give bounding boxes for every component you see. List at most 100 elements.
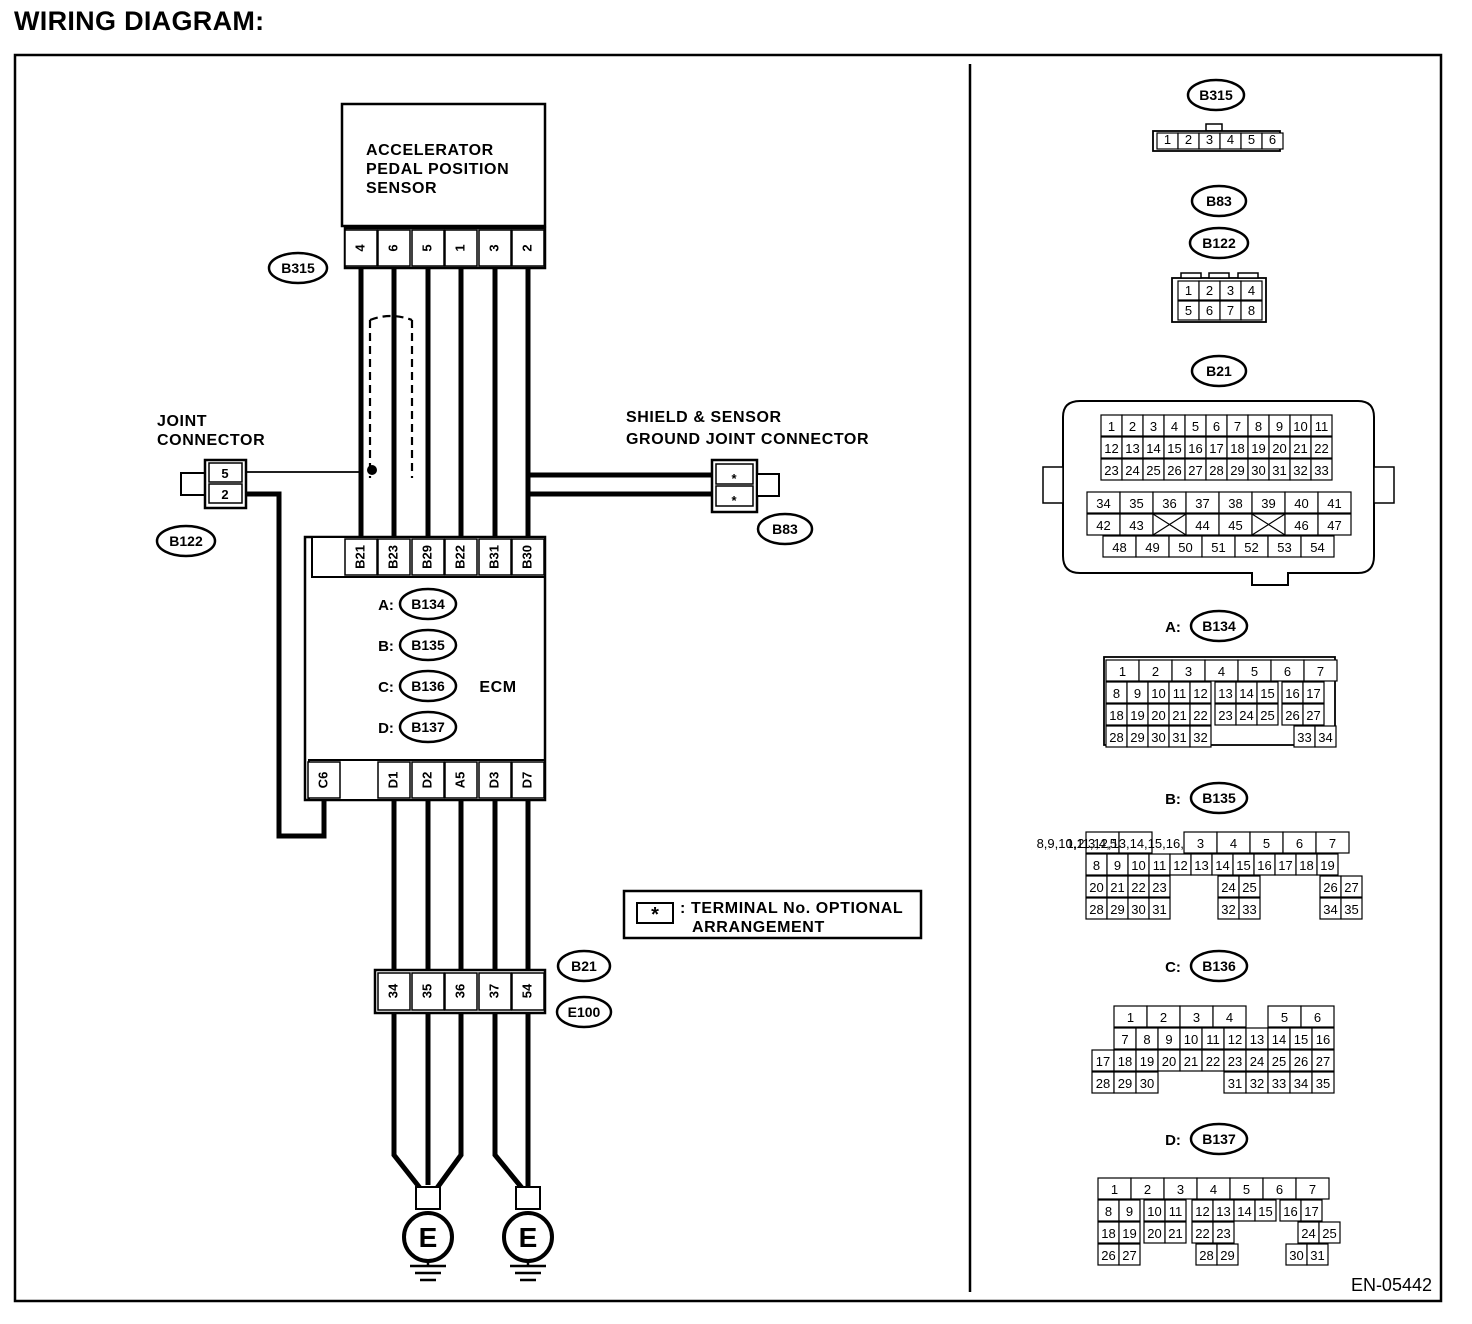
view-b136-r0b-pin: 6 (1314, 1010, 1321, 1025)
view-b122-latch (1208, 272, 1230, 279)
ground-b-label: E (519, 1222, 538, 1253)
view-b137-r3-pin: 30 (1289, 1248, 1303, 1263)
view-b135-r0b-pin: 6 (1296, 836, 1303, 851)
view-b134-r2-pin: 25 (1260, 708, 1274, 723)
view-b135-r3-pin: 34 (1323, 902, 1337, 917)
view-b134-r2-pin: 23 (1218, 708, 1232, 723)
connector-e100-tag-label: E100 (568, 1004, 601, 1020)
view-b21-lower-pin: 39 (1261, 496, 1275, 511)
view-b21-upper-pin: 10 (1293, 419, 1307, 434)
view-b137-r1-cell (1118, 1199, 1141, 1222)
ecm-bottom-pin-label: D1 (385, 772, 400, 789)
view-b135-r1-pin: 11 (1153, 858, 1167, 873)
view-b135-r2-pin: 27 (1344, 880, 1358, 895)
ecm-connector-tag: B134 (398, 587, 458, 621)
joint-connector-label: CONNECTOR (157, 432, 265, 449)
ecm-connector-tag: B137 (398, 710, 458, 744)
sensor-pin-label: 5 (419, 244, 434, 251)
sensor-pin-label: 2 (519, 244, 534, 251)
view-b122-tag-outline (1188, 226, 1250, 260)
view-b21-lower-pin: 44 (1195, 518, 1209, 533)
view-b21-lower-pin: 49 (1145, 540, 1159, 555)
view-b137-r0-pin: 6 (1276, 1182, 1283, 1197)
view-b135-r1-pin: 12 (1173, 858, 1187, 873)
ecm-top-pin-cell (377, 538, 411, 576)
lower-pin-label: 54 (519, 983, 534, 998)
view-b137-r3-pin: 28 (1199, 1248, 1213, 1263)
view-b21-lower-cell (1300, 535, 1335, 558)
view-b21-lower-pin: 35 (1129, 496, 1143, 511)
view-b134-r1-pin: 9 (1134, 686, 1141, 701)
view-b137-r2-pin: 25 (1322, 1226, 1336, 1241)
legend-symbol-box (636, 902, 674, 924)
ecm-top-pin-label: B29 (419, 545, 434, 569)
view-b136-r2-pin: 26 (1294, 1054, 1308, 1069)
view-b137-r3-pin: 31 (1310, 1248, 1324, 1263)
view-b21-lower-pin: 43 (1129, 518, 1143, 533)
view-b134-r2-pin: 21 (1172, 708, 1186, 723)
view-b136-r0-pin: 1 (1127, 1010, 1134, 1025)
view-b135-r3-pin: 33 (1242, 902, 1256, 917)
joint-pin-label: 5 (221, 466, 228, 481)
view-b21-upper-pin: 23 (1104, 463, 1118, 478)
ecm-connector-prefix: C: (378, 679, 394, 696)
view-b122-cell (1240, 280, 1263, 301)
view-b122-pin: 2 (1206, 283, 1213, 298)
ground-a-terminal (415, 1186, 441, 1210)
view-b134-r2-pin: 24 (1239, 708, 1253, 723)
view-b134-r2-pin: 20 (1151, 708, 1165, 723)
view-b134-r2-cell (1256, 703, 1279, 726)
page-title: WIRING DIAGRAM: (14, 6, 265, 36)
view-b137-r1-pin: 13 (1216, 1204, 1230, 1219)
view-b21-upper-pin: 4 (1171, 419, 1178, 434)
view-b122-pin: 8 (1248, 303, 1255, 318)
view-b135-r0b-pin: 4 (1230, 836, 1237, 851)
view-b21-lower-cell (1317, 491, 1352, 514)
view-b21-tag-outline (1190, 354, 1248, 388)
view-b136-r2-pin: 17 (1096, 1054, 1110, 1069)
view-b21-upper-pin: 8 (1255, 419, 1262, 434)
ground-a-label: E (419, 1222, 438, 1253)
view-b21-upper-pin: 25 (1146, 463, 1160, 478)
view-b136-r1-pin: 7 (1121, 1032, 1128, 1047)
connector-b122-tag-label: B122 (169, 533, 203, 549)
view-b134-r2-cell (1189, 703, 1212, 726)
lower-pin-cell (377, 972, 411, 1011)
view-b135-tag: B135 (1189, 781, 1249, 815)
shield-pin-cell (715, 463, 754, 485)
view-b21-upper-pin: 32 (1293, 463, 1307, 478)
view-b135-r2-pin: 20 (1089, 880, 1103, 895)
view-b136-r3-pin: 31 (1228, 1076, 1242, 1091)
view-b315-tag: B315 (1186, 78, 1246, 112)
view-b134-r1-pin: 10 (1151, 686, 1165, 701)
view-b134-r3-pin: 33 (1297, 730, 1311, 745)
ecm-bottom-pin-cell (307, 761, 341, 799)
view-b137-r0-pin: 4 (1210, 1182, 1217, 1197)
view-b137-tag-outline (1189, 1122, 1249, 1156)
ecm-top-pin-cell (344, 538, 378, 576)
view-b136-r1-pin: 14 (1272, 1032, 1286, 1047)
view-b315-pin: 6 (1269, 132, 1276, 147)
connector-e100-tag-outline (555, 995, 613, 1029)
view-b21-lower-pin: 54 (1310, 540, 1324, 555)
view-b137-r2-pin: 24 (1301, 1226, 1315, 1241)
legend-line-2: ARRANGEMENT (692, 919, 825, 936)
view-b315-tag-label: B315 (1199, 87, 1233, 103)
view-b136-r0-pin: 4 (1226, 1010, 1233, 1025)
view-b135-r1-pin: 13 (1194, 858, 1208, 873)
view-b136-r1-cell (1311, 1027, 1335, 1050)
view-b21-upper-cell (1310, 458, 1333, 481)
ecm-bottom-pin-cell (511, 761, 545, 799)
shield-connector-tab (756, 473, 780, 497)
view-b134-r0-pin: 3 (1185, 664, 1192, 679)
view-b21-upper-pin: 24 (1125, 463, 1139, 478)
view-b134-tag: B134 (1189, 609, 1249, 643)
shield-drain-dot (367, 465, 377, 475)
sensor-pin-cell (377, 229, 411, 267)
view-b122-pin: 6 (1206, 303, 1213, 318)
view-b136-r2-pin: 22 (1206, 1054, 1220, 1069)
